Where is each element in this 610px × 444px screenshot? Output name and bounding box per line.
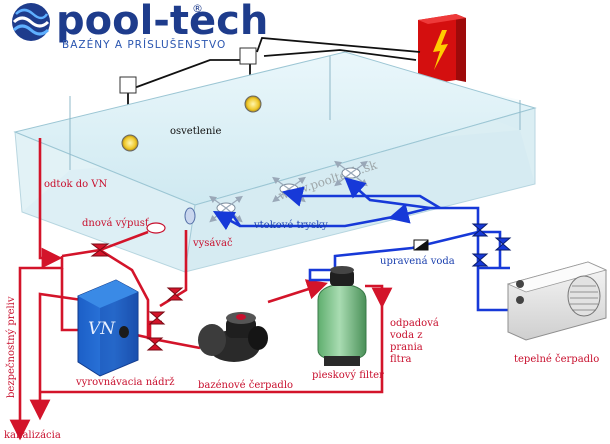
valve-heatpump-1 bbox=[471, 223, 489, 237]
junction-box-left bbox=[119, 76, 137, 94]
lightning-bolt-icon bbox=[433, 30, 448, 70]
svg-text:voda z: voda z bbox=[389, 330, 422, 341]
inlet-jet-3 bbox=[334, 160, 368, 187]
electrical-wiring bbox=[119, 37, 421, 125]
balance-tank-label: vyrovnávacia nádrž bbox=[75, 377, 175, 388]
pool-light-left bbox=[121, 134, 139, 152]
svg-text:odpadová: odpadová bbox=[390, 318, 439, 329]
logo-registered-mark: ® bbox=[192, 2, 203, 15]
svg-text:prania: prania bbox=[390, 342, 423, 353]
pool-tech-logo: pool-tech ® BAZÉNY A PRÍSLUŠENSTVO bbox=[12, 0, 268, 51]
sewer-label: kanalizácia bbox=[4, 430, 61, 441]
treated-water-label: upravená voda bbox=[380, 256, 455, 267]
valve-vacuum bbox=[166, 287, 184, 301]
overflow-label: bezpečnostný preliv bbox=[6, 296, 17, 398]
pool-pump bbox=[198, 312, 268, 362]
inlet-jets-label: vtokové trysky bbox=[253, 220, 328, 231]
heat-pump-label: tepelné čerpadlo bbox=[514, 354, 599, 365]
sand-filter-label: pieskový filter bbox=[312, 370, 384, 381]
red-piping bbox=[9, 138, 393, 441]
balance-tank: VN bbox=[77, 279, 139, 377]
vacuum-label: vysávač bbox=[192, 238, 233, 249]
vacuum-fitting bbox=[184, 207, 196, 225]
lighting-label: osvetlenie bbox=[170, 126, 221, 137]
pool-pump-label: bazénové čerpadlo bbox=[198, 380, 293, 391]
check-valve bbox=[413, 239, 429, 251]
electrical-panel bbox=[418, 14, 466, 86]
fan-grille-icon bbox=[567, 275, 601, 317]
sand-filter bbox=[317, 266, 367, 366]
valve-tank-outlet bbox=[146, 337, 164, 351]
bottom-drain-label: dnová výpusť bbox=[82, 218, 149, 229]
balance-tank-letters: VN bbox=[88, 319, 116, 339]
junction-box-right bbox=[239, 47, 257, 65]
pool-light-right bbox=[244, 95, 262, 113]
valve-bottom-drain bbox=[90, 243, 110, 257]
logo-mark-icon bbox=[12, 3, 50, 41]
valve-heatpump-3 bbox=[471, 253, 489, 267]
logo-brand-text: pool-tech bbox=[56, 0, 268, 44]
bottom-drain-fitting bbox=[146, 222, 166, 234]
valve-heatpump-2 bbox=[494, 237, 512, 251]
svg-text:fltra: fltra bbox=[390, 354, 411, 365]
heat-pump bbox=[506, 261, 608, 341]
drain-to-tank-label: odtok do VN bbox=[44, 179, 108, 190]
logo-tagline: BAZÉNY A PRÍSLUŠENSTVO bbox=[62, 38, 226, 51]
pool-basin bbox=[13, 51, 537, 273]
waste-water-label: odpadová voda z prania fltra bbox=[389, 318, 439, 365]
valve-pump-inlet bbox=[148, 311, 166, 325]
